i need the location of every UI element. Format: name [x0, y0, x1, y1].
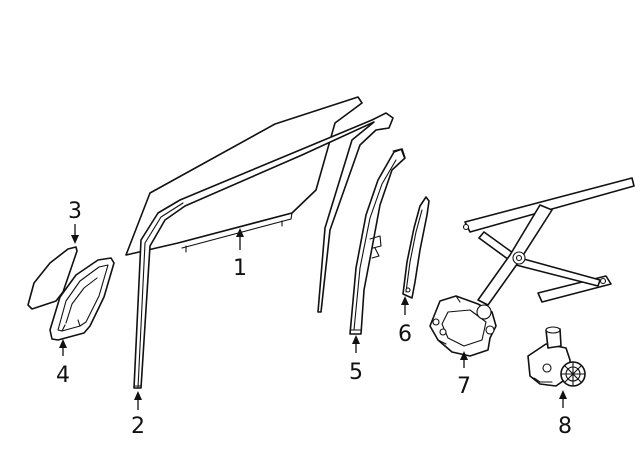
center-channel[interactable]: [349, 148, 406, 335]
quarter-glass[interactable]: [27, 246, 78, 310]
callout-leader-4: [59, 339, 67, 356]
regulator-motor[interactable]: [527, 326, 586, 387]
callout-5: 5: [349, 360, 363, 385]
callout-7: 7: [457, 374, 471, 399]
glass-run-channel[interactable]: [133, 112, 394, 389]
callout-leader-3: [71, 224, 79, 244]
callout-leader-8: [559, 390, 567, 408]
callout-leader-1: [236, 228, 244, 250]
callout-3: 3: [68, 199, 82, 224]
guide-bracket[interactable]: [402, 196, 430, 299]
window-regulator[interactable]: [429, 177, 635, 357]
callout-leader-5: [352, 335, 360, 353]
quarter-glass-seal[interactable]: [49, 257, 115, 341]
callout-8: 8: [558, 414, 572, 439]
callout-leader-2: [134, 391, 142, 410]
callout-4: 4: [56, 363, 70, 388]
callout-2: 2: [131, 414, 145, 439]
callout-6: 6: [398, 322, 412, 347]
callout-leader-6: [401, 296, 409, 315]
callout-1: 1: [233, 256, 247, 281]
callout-leader-7: [460, 351, 468, 368]
